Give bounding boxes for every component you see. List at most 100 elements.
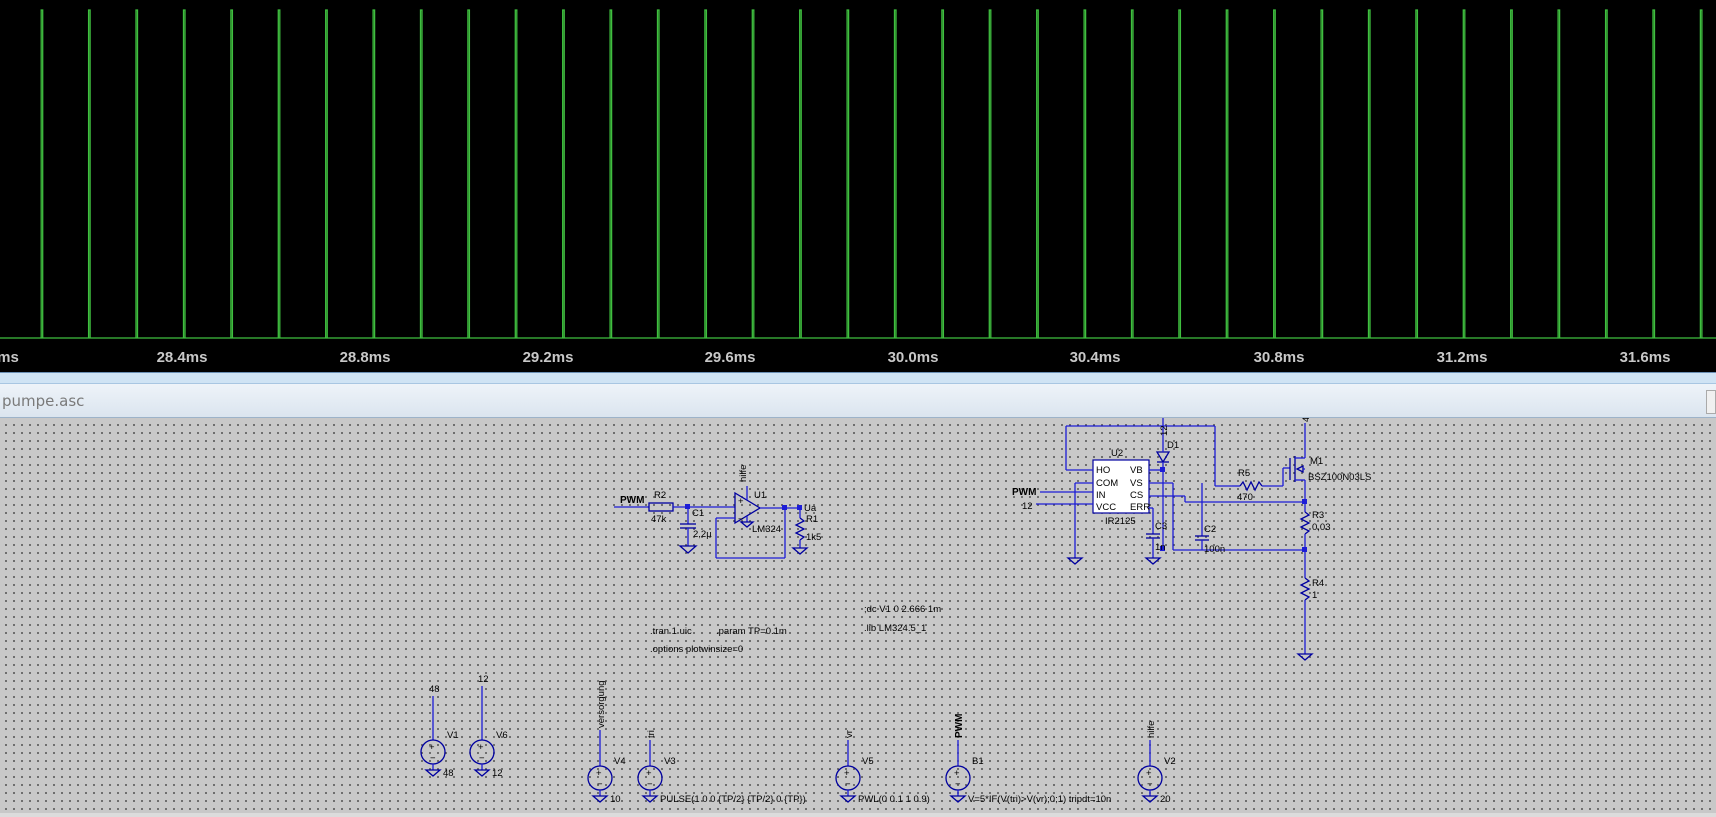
- c2-name: C2: [1204, 524, 1216, 535]
- v1-value: 48: [443, 768, 454, 779]
- resistor-r1[interactable]: [794, 517, 806, 541]
- diode-d1[interactable]: [1155, 451, 1171, 464]
- v3-name: V3: [664, 756, 676, 767]
- u1-value: LM324: [752, 524, 781, 535]
- x-tick-label: 31.2ms: [1437, 349, 1488, 366]
- m1-name: M1: [1310, 456, 1323, 467]
- pin-vb: VB: [1130, 465, 1143, 476]
- resistor-r5[interactable]: [1239, 480, 1263, 492]
- ic-u2[interactable]: [1092, 459, 1150, 514]
- x-tick-label: 28.4ms: [157, 349, 208, 366]
- v5-net-label: vr: [844, 730, 855, 738]
- r3-name: R3: [1312, 510, 1324, 521]
- v5-value: PWL(0 0.1 1 0.9): [858, 794, 930, 805]
- c2-value: 100n: [1204, 544, 1225, 555]
- r2-name: R2: [654, 490, 666, 501]
- pwm-pulses: [0, 9, 1716, 339]
- directive-dc[interactable]: ;dc V1 0 2.666 1m: [864, 604, 941, 615]
- x-tick-label: 30.4ms: [1070, 349, 1121, 366]
- v1-name: V1: [447, 730, 459, 741]
- pin-vcc: VCC: [1096, 502, 1116, 513]
- spice-directives: .tran 1 uic .param TP=0.1m .options plot…: [650, 604, 941, 655]
- pin-in: IN: [1096, 490, 1106, 501]
- b1-net-label: PWM: [954, 714, 965, 738]
- minus-sign: −: [647, 779, 653, 790]
- minus-sign: −: [597, 779, 603, 790]
- x-tick-label: 30.0ms: [888, 349, 939, 366]
- v6-value: 12: [492, 768, 503, 779]
- r3-value: 0,03: [1312, 522, 1331, 533]
- plus-sign: +: [954, 768, 960, 779]
- plus-sign: +: [1146, 768, 1152, 779]
- directive-options[interactable]: .options plotwinsize=0: [650, 644, 743, 655]
- r2-value: 47k: [651, 514, 667, 525]
- r5-value: 470: [1237, 492, 1253, 503]
- schematic-title-bar[interactable]: pumpe.asc: [0, 384, 1716, 418]
- v3-net-label: tri: [646, 730, 657, 738]
- opamp-section: PWM R2 47k C1 2,2µ + − hilfe U1 LM324 Ua: [614, 465, 821, 559]
- v4-value: 10: [610, 794, 621, 805]
- directive-tran[interactable]: .tran 1 uic: [650, 626, 692, 637]
- r5-name: R5: [1238, 468, 1250, 479]
- pin-cs: CS: [1130, 490, 1143, 501]
- schematic-filename: pumpe.asc: [2, 392, 85, 410]
- x-tick-label: 30.8ms: [1254, 349, 1305, 366]
- r1-name: R1: [806, 514, 818, 525]
- opamp-u1[interactable]: [734, 491, 762, 525]
- d1-name: D1: [1167, 440, 1179, 451]
- directive-lib[interactable]: .lib LM324.5_1: [864, 623, 926, 634]
- c3-value: 1n: [1155, 542, 1166, 553]
- resistor-r4[interactable]: [1299, 577, 1311, 601]
- minus-sign: −: [955, 779, 961, 790]
- minus-sign: −: [1147, 779, 1153, 790]
- minus-sign: −: [430, 753, 436, 764]
- v48-net-label: 48: [1301, 418, 1312, 422]
- v6-name: V6: [496, 730, 508, 741]
- ground-symbol: [678, 545, 698, 554]
- r4-name: R4: [1312, 578, 1324, 589]
- x-tick-label: 31.6ms: [1620, 349, 1671, 366]
- pin-com: COM: [1096, 478, 1118, 489]
- b1-value: V=5*IF(V(tri)>V(vr);0;1) tripdt=10n: [968, 794, 1111, 805]
- c1-name: C1: [692, 508, 704, 519]
- pwm-net-label: PWM: [620, 495, 644, 506]
- x-tick-label: 29.2ms: [523, 349, 574, 366]
- v4-name: V4: [614, 756, 626, 767]
- hilfe-net-label: hilfe: [738, 465, 749, 482]
- u1-name: U1: [754, 490, 766, 501]
- v1-net-label: 48: [429, 684, 440, 695]
- schematic-drawing[interactable]: PWM R2 47k C1 2,2µ + − hilfe U1 LM324 Ua: [0, 418, 1716, 817]
- pwm-trace: [0, 9, 1716, 339]
- plus-pin: +: [738, 496, 744, 507]
- minus-sign: −: [845, 779, 851, 790]
- resistor-r3[interactable]: [1299, 511, 1311, 535]
- plus-sign: +: [596, 768, 602, 779]
- r4-value: 1: [1312, 590, 1317, 601]
- x-tick-label: 29.6ms: [705, 349, 756, 366]
- pin-ho: HO: [1096, 465, 1110, 476]
- minus-pin: −: [738, 514, 744, 525]
- directive-param[interactable]: .param TP=0.1m: [716, 626, 787, 637]
- v3-value: PULSE(1 0 0 {TP/2} {TP/2} 0 {TP}): [660, 794, 806, 805]
- schematic-canvas[interactable]: PWM R2 47k C1 2,2µ + − hilfe U1 LM324 Ua: [0, 418, 1716, 817]
- status-strip: [0, 813, 1716, 817]
- b1-name: B1: [972, 756, 984, 767]
- scroll-button[interactable]: [1706, 390, 1716, 414]
- v2-name: V2: [1164, 756, 1176, 767]
- c1-value: 2,2µ: [693, 529, 712, 540]
- u2-name: U2: [1111, 448, 1123, 459]
- u2-value: IR2125: [1105, 516, 1136, 527]
- minus-sign: −: [479, 753, 485, 764]
- voltage-sources: +−V14848+−V61212+−V410versorgung+−V3PULS…: [420, 674, 1176, 805]
- pane-splitter[interactable]: [0, 372, 1716, 384]
- d1-12-net-label: 12: [1159, 425, 1170, 436]
- x-tick-label: 28.8ms: [340, 349, 391, 366]
- pin-err: ERR: [1130, 502, 1150, 513]
- v5-name: V5: [862, 756, 874, 767]
- c3-name: C3: [1155, 521, 1167, 532]
- plus-sign: +: [429, 742, 435, 753]
- v2-value: 20: [1160, 794, 1171, 805]
- resistor-r2[interactable]: [648, 502, 674, 512]
